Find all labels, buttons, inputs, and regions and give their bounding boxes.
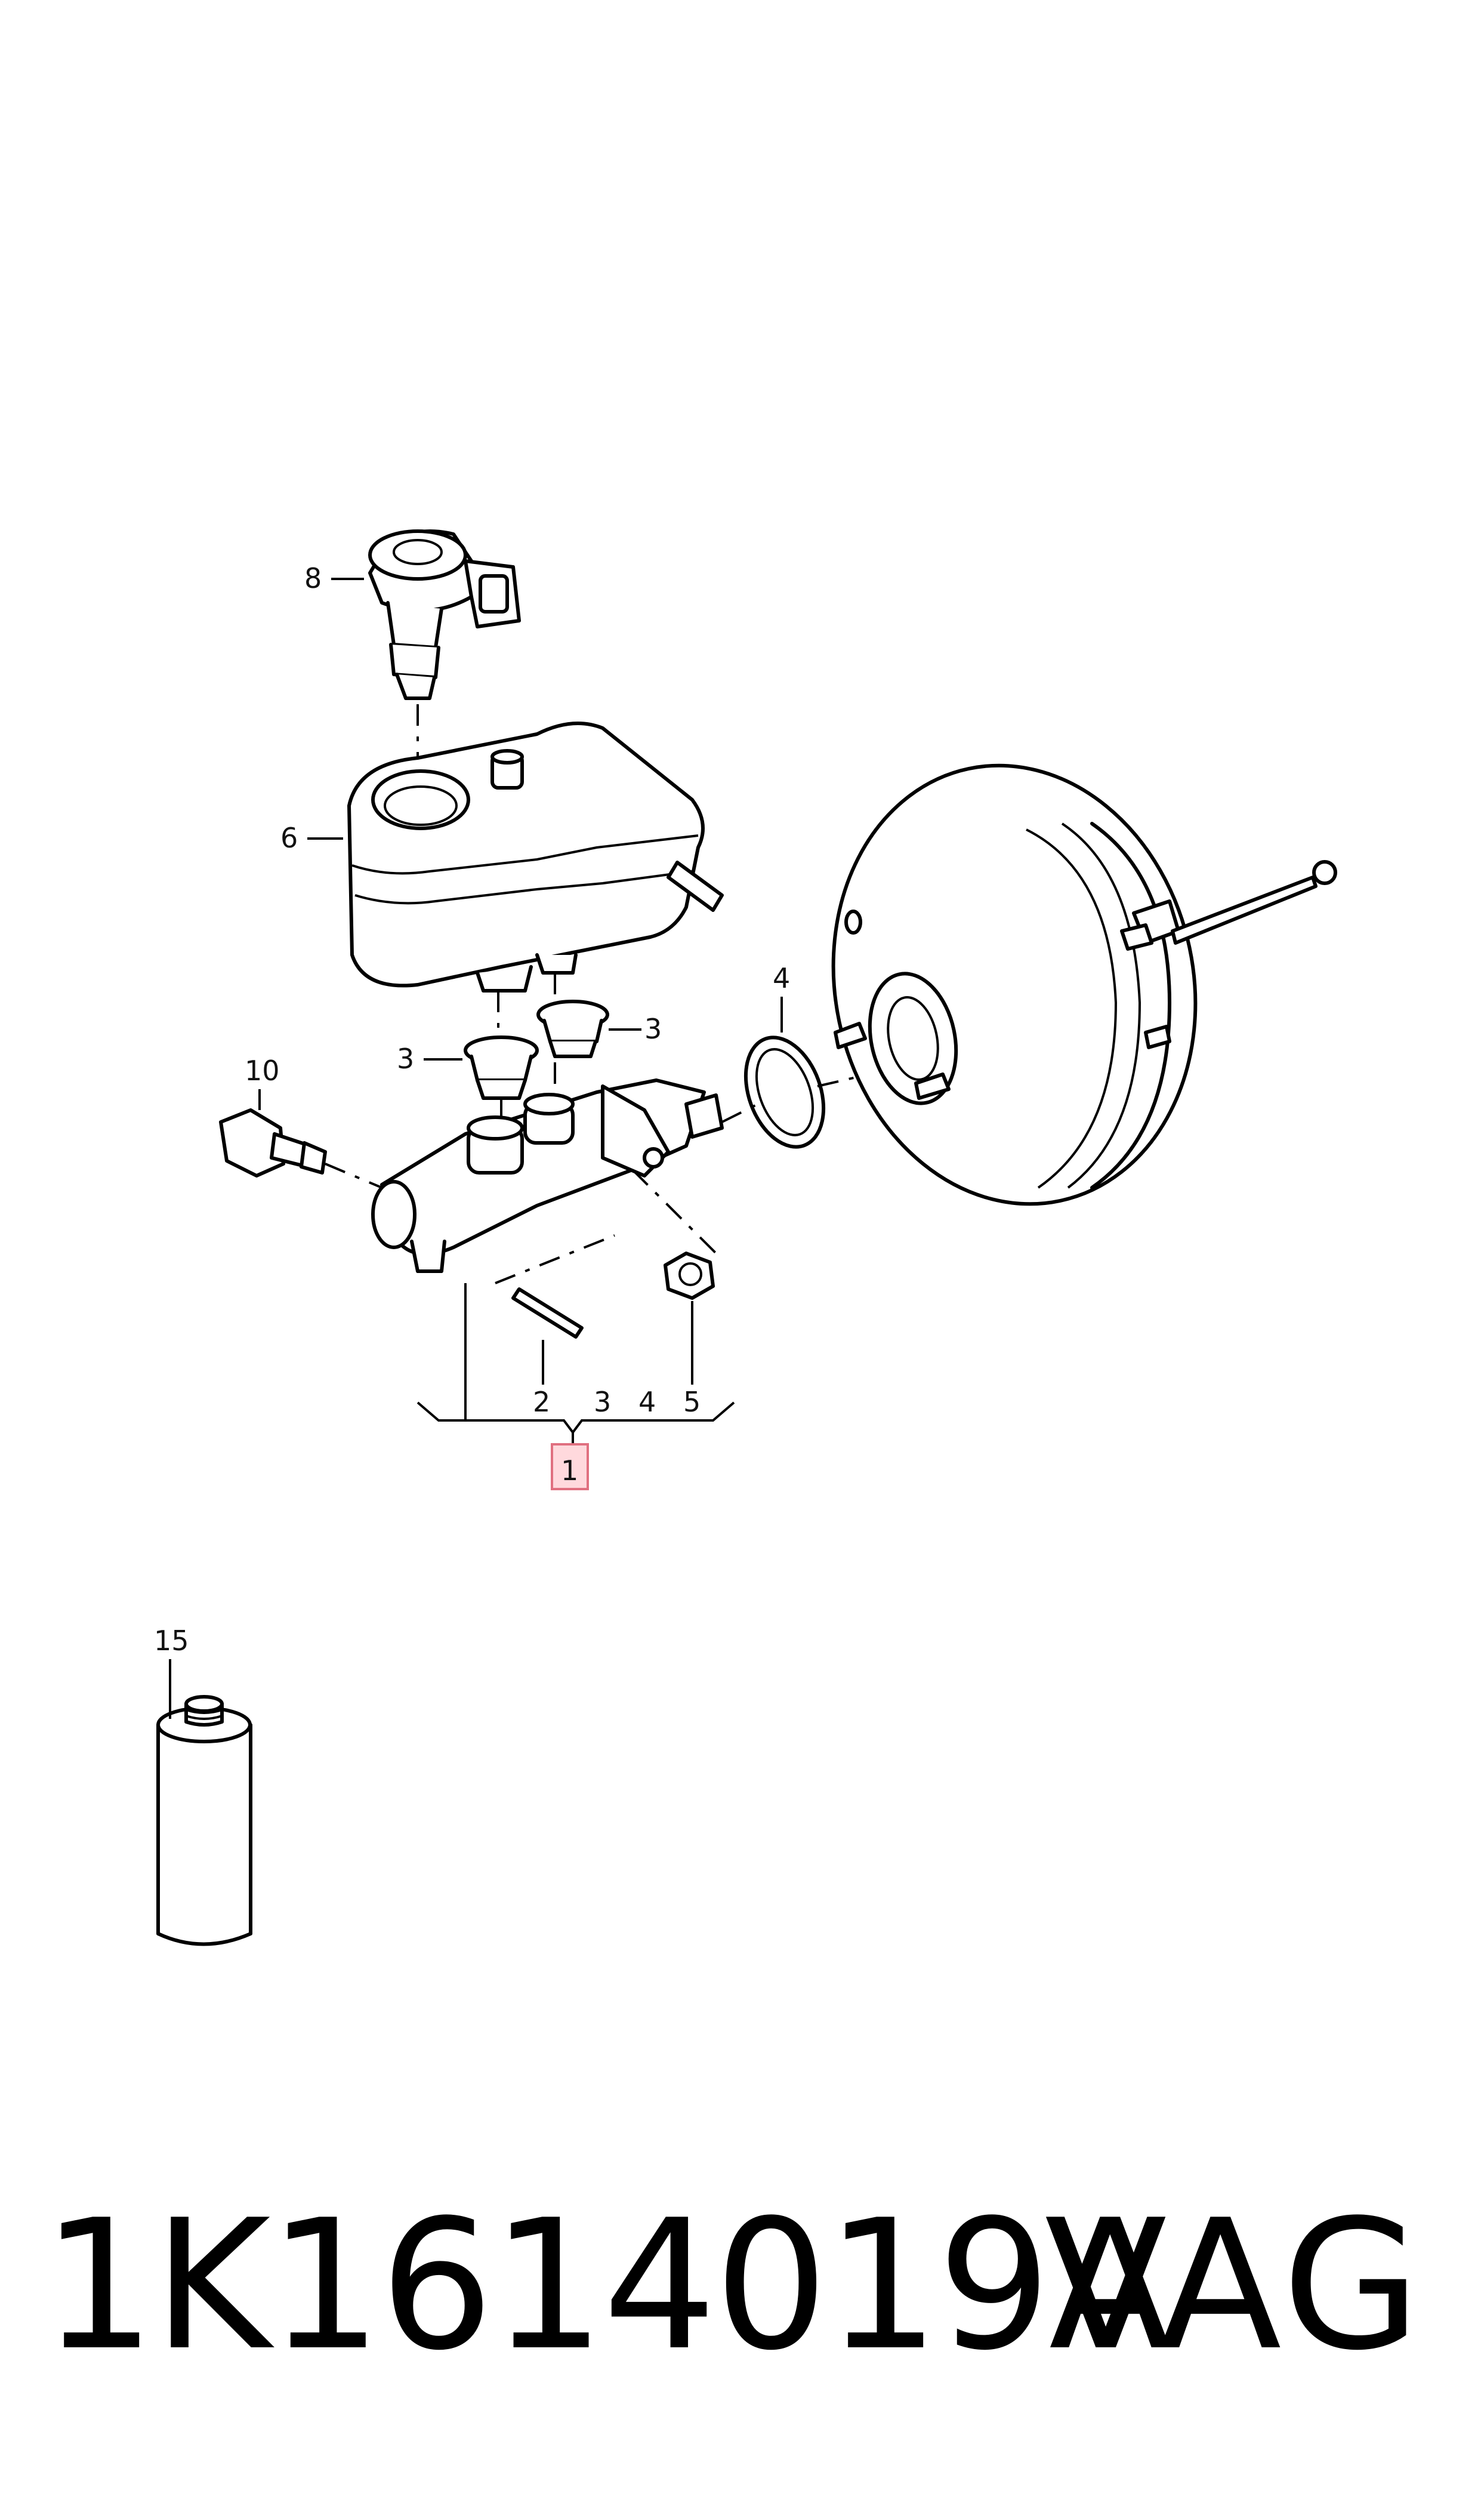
callout-8: 8 <box>304 562 322 594</box>
seal-left-part <box>464 1035 539 1100</box>
callout-3-right: 3 <box>644 1013 662 1045</box>
callout-4-ring: 4 <box>773 962 790 994</box>
gasket-ring-part <box>743 1035 826 1149</box>
callout-1-highlight <box>551 1443 589 1490</box>
reservoir-cap-part <box>368 529 521 700</box>
callout-4-group: 4 <box>638 1386 656 1418</box>
pressure-sensor-part <box>219 1108 327 1178</box>
nut-part <box>664 1252 715 1300</box>
callout-6: 6 <box>280 822 298 854</box>
reservoir-part <box>347 722 724 993</box>
callout-5: 5 <box>683 1386 701 1418</box>
brake-booster-part <box>831 763 1337 1206</box>
callout-10: 10 <box>245 1055 280 1087</box>
callout-15: 15 <box>154 1625 189 1657</box>
callout-3-group: 3 <box>594 1386 611 1418</box>
part-number: 1K1614019A <box>42 2181 1171 2390</box>
seal-right-part <box>536 1000 609 1058</box>
callout-1: 1 <box>561 1454 578 1487</box>
footer: 1K1614019A VAG <box>0 2172 1484 2399</box>
brake-fluid-bottle-part <box>156 1695 252 1946</box>
callout-3-left: 3 <box>397 1043 414 1075</box>
brand-name: VAG <box>1044 2181 1424 2390</box>
master-cylinder-part <box>371 1078 724 1273</box>
pin-part <box>511 1287 584 1339</box>
callout-2: 2 <box>533 1386 550 1418</box>
